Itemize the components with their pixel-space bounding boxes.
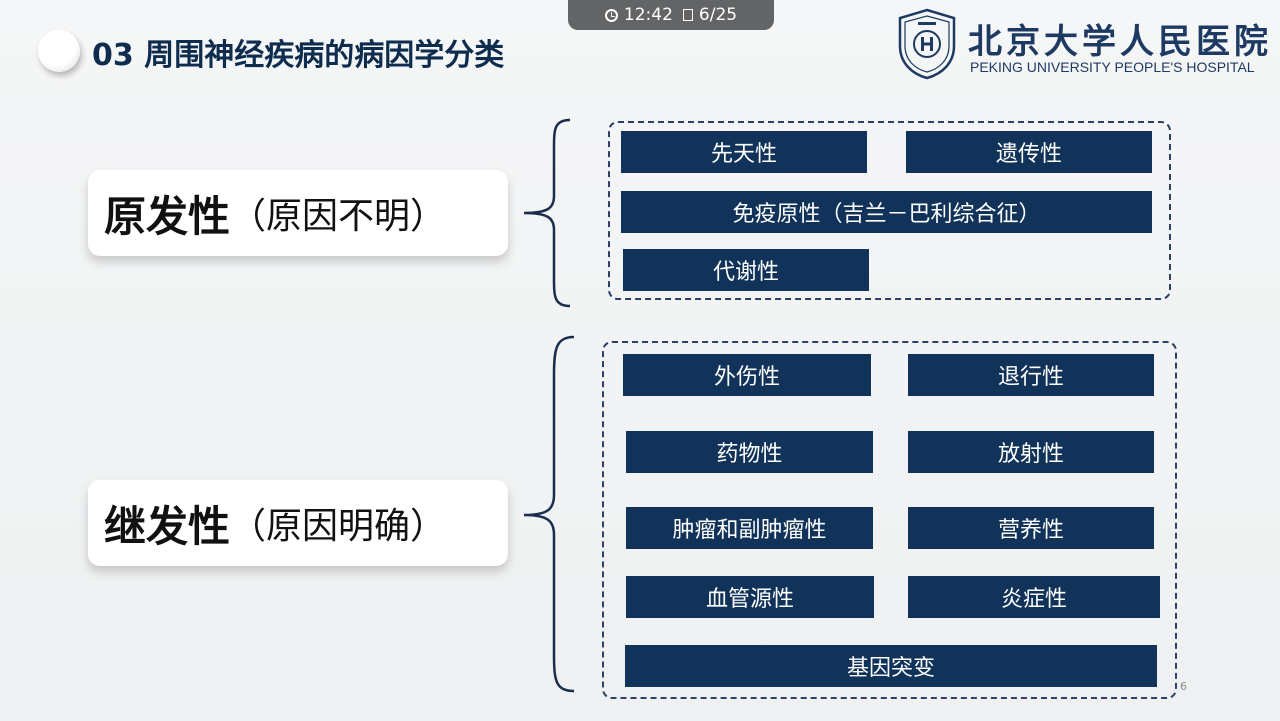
primary-item: 先天性: [621, 131, 867, 173]
secondary-item: 炎症性: [908, 576, 1160, 618]
overlay-bar: 12:42 6/25: [568, 0, 774, 30]
secondary-item: 营养性: [908, 507, 1154, 549]
slide-title: 03 周围神经疾病的病因学分类: [92, 38, 505, 73]
overlay-time: 12:42: [623, 5, 673, 25]
overlay-page: 6/25: [698, 5, 738, 25]
hospital-emblem-icon: [898, 8, 956, 80]
secondary-item: 退行性: [908, 354, 1154, 396]
primary-item: 遗传性: [906, 131, 1152, 173]
hospital-name-english: PEKING UNIVERSITY PEOPLE'S HOSPITAL: [970, 59, 1255, 75]
secondary-brace-icon: [523, 335, 575, 693]
title-bullet-icon: [38, 30, 80, 72]
category-secondary-note: （原因明确）: [230, 506, 447, 547]
primary-causes-group: [608, 121, 1171, 300]
secondary-item: 基因突变: [625, 645, 1157, 687]
secondary-causes-group: [602, 341, 1177, 699]
secondary-item: 血管源性: [626, 576, 874, 618]
category-primary-label: 原发性: [104, 191, 231, 241]
category-primary-card: 原发性 （原因不明）: [88, 170, 508, 256]
primary-item: 代谢性: [623, 249, 869, 291]
category-secondary-label: 继发性: [104, 501, 231, 551]
category-secondary-card: 继发性 （原因明确）: [88, 480, 508, 566]
clock-icon: [604, 8, 618, 22]
page-icon: [682, 9, 693, 21]
secondary-item: 放射性: [908, 431, 1154, 473]
category-primary-note: （原因不明）: [230, 196, 447, 237]
secondary-item: 肿瘤和副肿瘤性: [626, 507, 873, 549]
secondary-item: 药物性: [626, 431, 873, 473]
primary-brace-icon: [523, 118, 571, 308]
primary-item: 免疫原性（吉兰－巴利综合征）: [621, 191, 1152, 233]
secondary-item: 外伤性: [623, 354, 871, 396]
page-number: 6: [1180, 680, 1187, 693]
hospital-name-chinese: 北京大学人民医院: [968, 22, 1272, 62]
